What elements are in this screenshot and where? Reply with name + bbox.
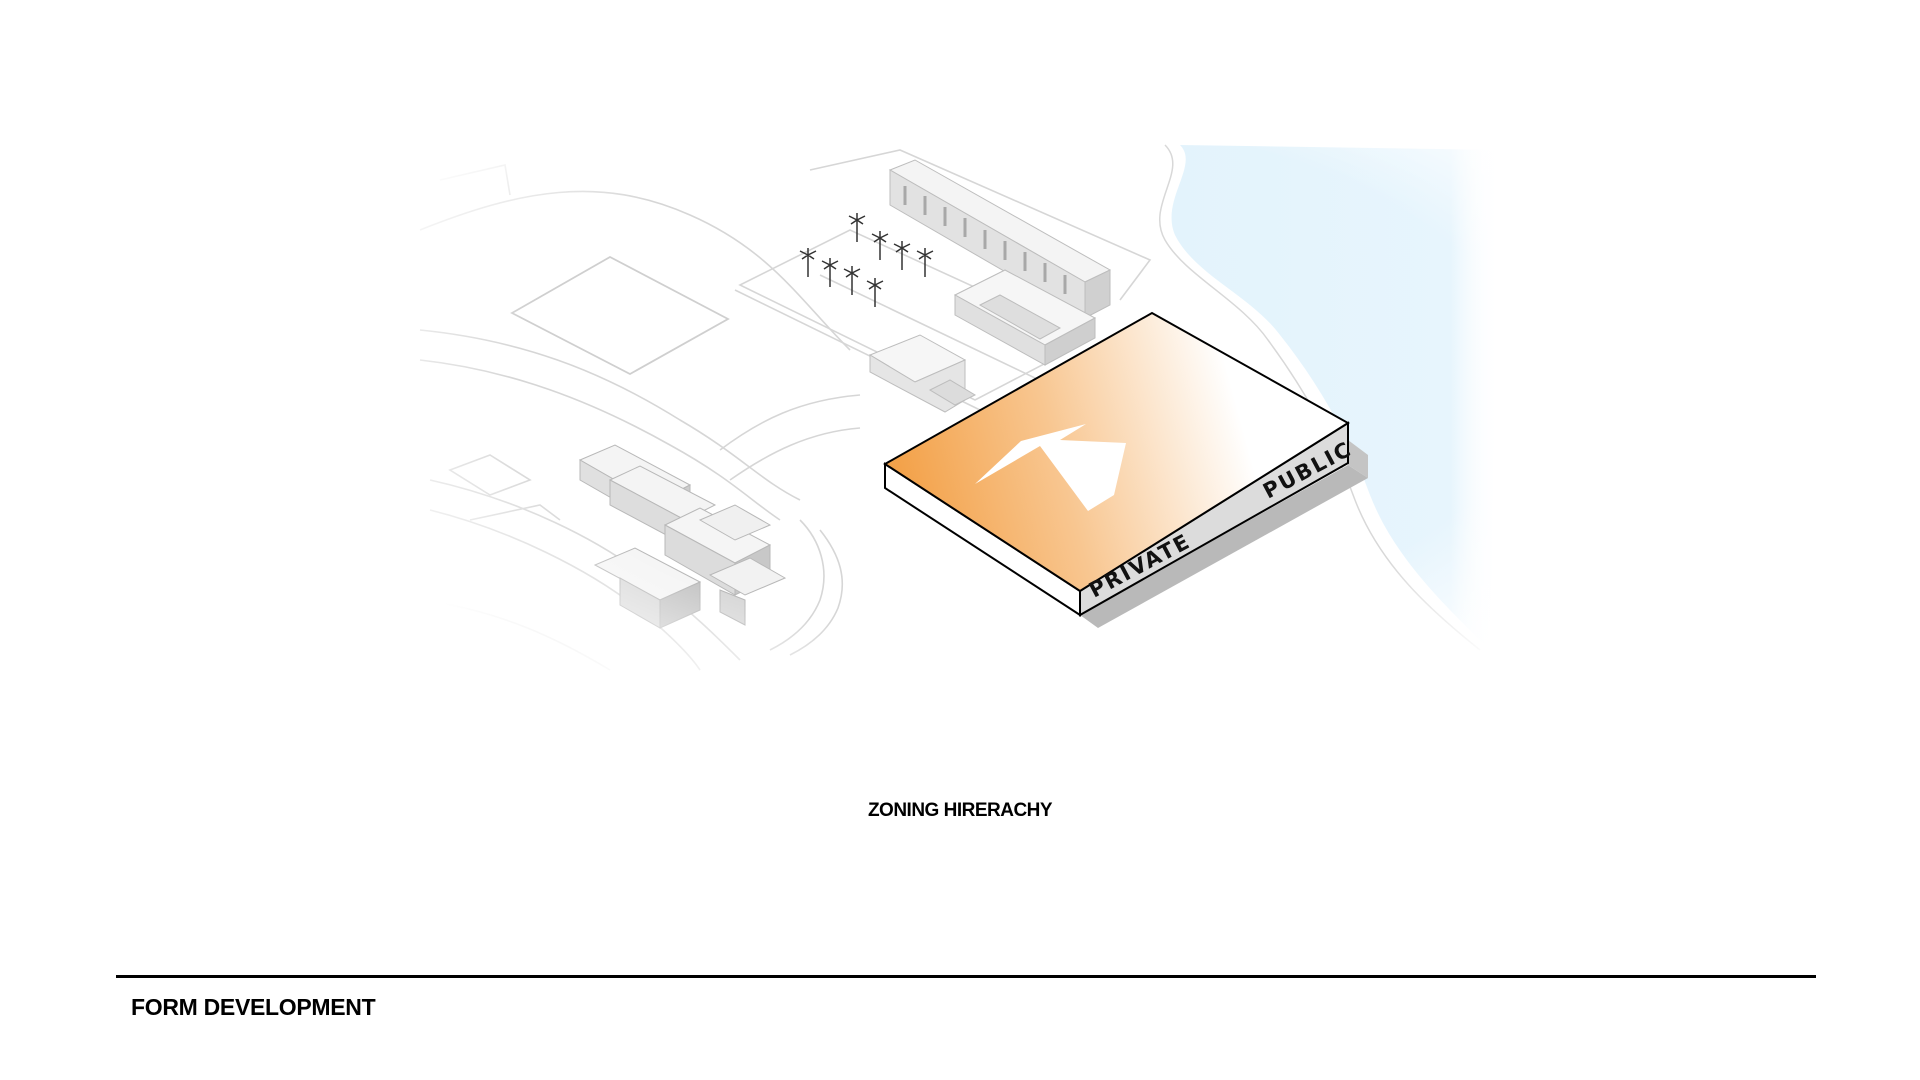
- zoning-block: PRIVATE PUBLIC: [883, 311, 1368, 628]
- site-context: [380, 110, 1540, 710]
- site-fade: [380, 110, 1540, 710]
- block-shadow: [1080, 465, 1368, 628]
- footer-divider: [116, 975, 1816, 978]
- diagram-caption: ZONING HIRERACHY: [867, 800, 1053, 821]
- footer-title: FORM DEVELOPMENT: [131, 994, 376, 1020]
- arrow-up-right-icon: [975, 424, 1126, 511]
